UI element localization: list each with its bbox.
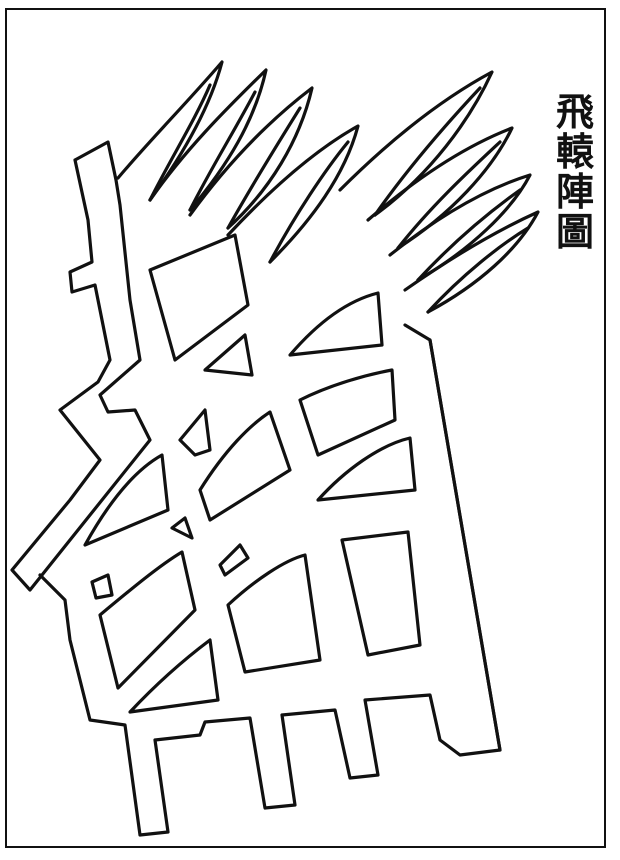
plume-8 — [403, 210, 540, 314]
plume-6-inner — [396, 140, 502, 250]
cell-9 — [170, 516, 194, 540]
plume-5-inner — [373, 86, 482, 217]
right-post — [428, 338, 502, 752]
plume-7 — [388, 173, 532, 282]
lattice-cells — [83, 233, 422, 714]
diagram-title: 飛 轅 陣 圖 — [553, 92, 597, 252]
cell-15 — [128, 638, 220, 714]
plume-5 — [338, 70, 494, 217]
cell-7 — [316, 436, 417, 502]
cell-4 — [298, 368, 397, 457]
cell-3 — [288, 291, 384, 357]
cell-10 — [218, 543, 250, 577]
title-char-1: 飛 — [555, 89, 594, 134]
plume-2-inner — [188, 90, 257, 212]
cell-14 — [226, 553, 322, 674]
cell-8 — [83, 453, 170, 547]
plume-1 — [116, 60, 224, 202]
cell-5 — [178, 408, 212, 457]
plume-3 — [188, 86, 314, 230]
cell-1 — [148, 233, 250, 362]
lower-frame — [38, 323, 502, 837]
plume-7-inner — [416, 188, 522, 282]
plume-6 — [366, 126, 514, 250]
cell-6 — [198, 410, 292, 522]
cell-13 — [98, 550, 197, 690]
plume-8-inner — [426, 226, 530, 314]
plume-4-inner — [268, 140, 350, 264]
left-post — [10, 140, 152, 592]
cell-2 — [203, 333, 254, 377]
cell-11 — [340, 530, 422, 657]
lattice-outline — [10, 140, 502, 837]
plume-4 — [226, 124, 360, 264]
plume-1-inner — [148, 83, 212, 202]
cell-12 — [90, 573, 114, 600]
page-border — [5, 8, 606, 848]
title-char-3: 陣 — [555, 169, 594, 214]
plume-2 — [148, 68, 268, 212]
flame-plumes — [116, 60, 540, 314]
plume-3-inner — [226, 106, 302, 230]
title-char-4: 圖 — [555, 209, 594, 254]
title-char-2: 轅 — [555, 129, 594, 174]
